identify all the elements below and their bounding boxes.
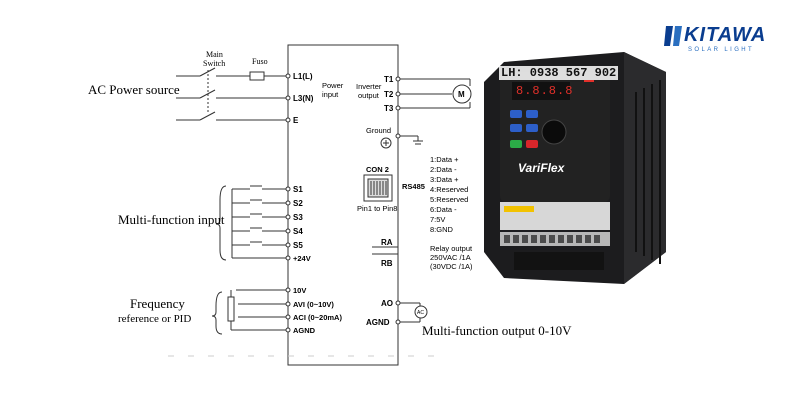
terminal-10v <box>285 287 291 293</box>
label-s5: S5 <box>293 241 303 250</box>
terminal-aci <box>285 314 291 320</box>
label-s3: S3 <box>293 213 303 222</box>
relay-wiring <box>372 246 399 255</box>
label-inverter-output-1: Inverter <box>356 82 382 91</box>
label-agnd-right: AGND <box>366 318 390 327</box>
relay-line-2: 250VAC /1A <box>430 253 471 262</box>
motor-symbol: M <box>458 90 465 99</box>
terminal-t3 <box>395 105 401 111</box>
label-fuse: Fuso <box>252 57 268 66</box>
label-t1: T1 <box>384 75 394 84</box>
label-rb: RB <box>381 259 393 268</box>
terminal-e <box>285 117 291 123</box>
kitawa-logo: KITAWA SOLAR LIGHT <box>664 24 767 58</box>
device-display: 8.8.8.8 <box>516 84 574 98</box>
label-agnd-left: AGND <box>293 326 316 335</box>
terminal-s3 <box>285 214 291 220</box>
label-frequency: Frequency <box>130 296 185 311</box>
rs485-pin: 8:GND <box>430 225 454 234</box>
brand-tagline: SOLAR LIGHT <box>688 47 755 53</box>
ac-power-wiring <box>176 67 288 121</box>
label-t2: T2 <box>384 90 394 99</box>
terminal-l3 <box>285 95 291 101</box>
label-ground: Ground <box>366 126 391 135</box>
label-s4: S4 <box>293 227 303 236</box>
brand-name: KITAWA <box>684 24 767 46</box>
terminal-s5 <box>285 242 291 248</box>
label-e: E <box>293 116 299 125</box>
terminal-ao <box>395 300 401 306</box>
rs485-pin: 5:Reserved <box>430 195 468 204</box>
terminal-l1 <box>285 73 291 79</box>
rs485-pin-list: 1:Data + 2:Data - 3:Data + 4:Reserved 5:… <box>430 155 468 234</box>
label-ra: RA <box>381 238 393 247</box>
device-brand: VariFlex <box>518 161 565 175</box>
label-ac-power: AC Power source <box>88 82 180 97</box>
label-power-input-1: Power <box>322 81 344 90</box>
terminal-agnd-right <box>395 319 401 325</box>
rs485-pin: 7:5V <box>430 215 445 224</box>
label-inverter-output-2: output <box>358 91 380 100</box>
inverter-device-image <box>484 52 666 284</box>
label-rs485: RS485 <box>402 182 425 191</box>
label-frequency-sub: reference or PID <box>118 313 191 325</box>
label-con2: CON 2 <box>366 165 389 174</box>
label-10v: 10V <box>293 286 306 295</box>
label-t3: T3 <box>384 104 394 113</box>
label-s2: S2 <box>293 199 303 208</box>
terminal-t1 <box>395 76 401 82</box>
terminal-t2 <box>395 91 401 97</box>
label-l3: L3(N) <box>293 94 314 103</box>
terminal-agnd-left <box>285 327 291 333</box>
rs485-pin: 4:Reserved <box>430 185 468 194</box>
terminal-avi <box>285 301 291 307</box>
terminal-s1 <box>285 186 291 192</box>
label-power-input-2: input <box>322 90 339 99</box>
terminal-24v <box>285 255 291 261</box>
relay-line-1: Relay output <box>430 244 473 253</box>
terminal-s2 <box>285 200 291 206</box>
label-main-switch-2: Switch <box>203 59 225 68</box>
terminal-s4 <box>285 228 291 234</box>
label-l1: L1(L) <box>293 72 313 81</box>
rs485-pin: 3:Data + <box>430 175 459 184</box>
label-s1: S1 <box>293 185 303 194</box>
contact-phone-watermark: LH: 0938 567 902 <box>499 66 619 80</box>
drive-terminal-block <box>287 44 399 366</box>
label-24v: +24V <box>293 254 311 263</box>
rs485-pin: 6:Data - <box>430 205 457 214</box>
multi-function-input-wiring <box>215 185 288 261</box>
label-main-switch-1: Main <box>206 50 223 59</box>
relay-line-3: (30VDC /1A) <box>430 262 473 271</box>
rs485-pin: 1:Data + <box>430 155 459 164</box>
inverter-output-wiring <box>380 78 472 149</box>
terminal-ground <box>395 133 401 139</box>
label-pin-range: Pin1 to Pin8 <box>357 204 397 213</box>
label-aci: ACI (0~20mA) <box>293 313 342 322</box>
label-multi-function-input: Multi-function input <box>118 212 225 227</box>
analog-output-wiring <box>398 302 428 323</box>
frequency-pot-wiring <box>211 289 288 335</box>
label-avi: AVI (0~10V) <box>293 300 334 309</box>
rs485-pin: 2:Data - <box>430 165 457 174</box>
label-multi-function-output: Multi-function output 0-10V <box>422 323 572 338</box>
kitawa-logo-mark-icon <box>664 26 682 46</box>
label-ao: AO <box>381 299 393 308</box>
con2-connector <box>363 174 393 202</box>
meter-ac: AC <box>417 310 424 316</box>
